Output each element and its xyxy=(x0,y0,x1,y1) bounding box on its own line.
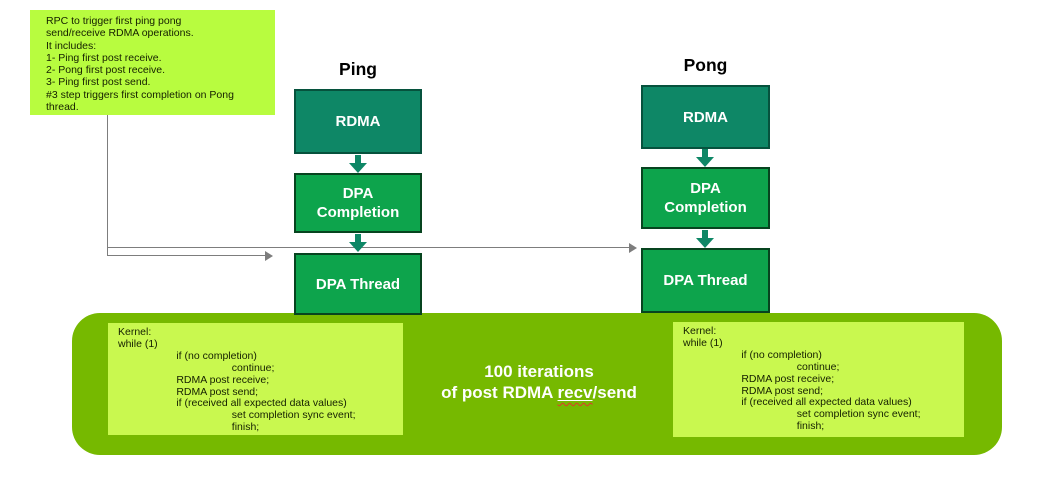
rpc-connector-to-pong-thread xyxy=(107,247,630,248)
down-arrow-icon xyxy=(695,230,715,248)
ping-rdma-box: RDMA xyxy=(294,89,422,154)
iterations-line1: 100 iterations xyxy=(484,362,594,381)
misspelled-word: recv xyxy=(557,383,593,402)
rpc-connector-vertical-line xyxy=(107,115,108,256)
ping-dpa-thread-box: DPA Thread xyxy=(294,253,422,315)
arrowhead-to-ping-thread-icon xyxy=(265,251,273,261)
down-arrow-icon xyxy=(348,234,368,252)
iterations-prefix: of post RDMA xyxy=(441,383,558,402)
pong-dpa-thread-box: DPA Thread xyxy=(641,248,770,313)
rpc-connector-to-ping-thread xyxy=(107,255,266,256)
iterations-suffix: /send xyxy=(592,383,637,402)
rpc-note-box: RPC to trigger first ping pong send/rece… xyxy=(30,10,275,115)
pong-dpa-completion-box: DPA Completion xyxy=(641,167,770,229)
pong-rdma-box: RDMA xyxy=(641,85,770,149)
ping-kernel-code-box: Kernel: while (1) if (no completion) con… xyxy=(108,323,403,435)
pong-kernel-code-box: Kernel: while (1) if (no completion) con… xyxy=(673,322,964,437)
iterations-line2: of post RDMA recv/send xyxy=(418,382,660,403)
arrowhead-to-pong-thread-icon xyxy=(629,243,637,253)
pong-column-title: Pong xyxy=(683,55,728,75)
down-arrow-icon xyxy=(695,149,715,167)
ping-column-title: Ping xyxy=(339,59,377,79)
down-arrow-icon xyxy=(348,155,368,173)
iterations-label: 100 iterations of post RDMA recv/send xyxy=(418,361,660,403)
ping-dpa-completion-box: DPA Completion xyxy=(294,173,422,233)
